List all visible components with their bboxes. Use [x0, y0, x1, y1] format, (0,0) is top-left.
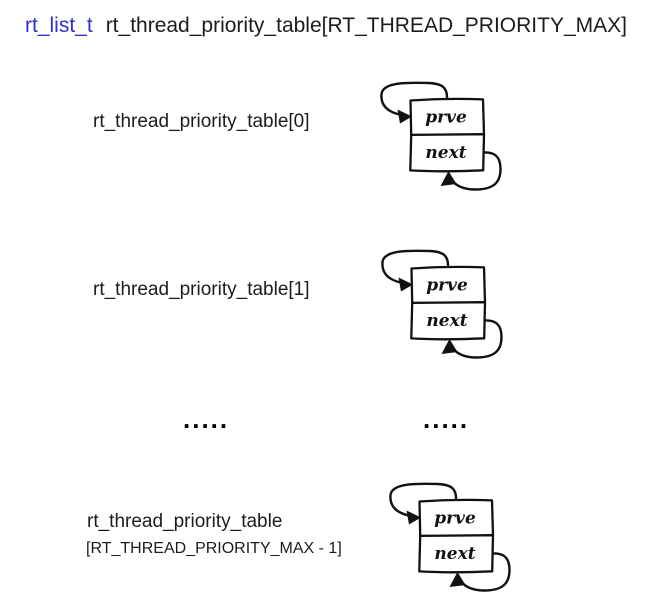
ellipsis-left: ..... [183, 404, 230, 434]
prev-cell-label: prve [425, 108, 467, 128]
prev-cell-label: prve [434, 509, 476, 529]
next-cell-label: next [425, 143, 466, 163]
prev-arrowhead-icon [406, 510, 421, 525]
prev-self-loop-arrow [389, 482, 458, 517]
rt-list-t-link[interactable]: rt_list_t [25, 14, 93, 37]
prev-arrowhead-icon [398, 277, 413, 292]
last-row-label-line2: [RT_THREAD_PRIORITY_MAX - 1] [86, 540, 342, 557]
list-node-0: prve next [380, 81, 502, 191]
prev-self-loop-arrow [381, 249, 450, 284]
prev-arrowhead-icon [397, 109, 412, 124]
next-self-loop-arrow [449, 151, 502, 191]
prev-cell-label: prve [426, 276, 468, 296]
row-label-0: rt_thread_priority_table[0] [93, 111, 310, 132]
next-cell [410, 301, 487, 341]
next-arrowhead-icon [441, 339, 458, 354]
next-arrowhead-icon [440, 171, 457, 186]
next-self-loop-arrow [450, 319, 503, 359]
next-cell [409, 133, 486, 173]
next-self-loop-arrow [458, 552, 511, 592]
next-cell-label: next [426, 311, 467, 331]
last-row-label-line1: rt_thread_priority_table [87, 511, 283, 532]
ellipsis-right: ..... [423, 404, 470, 434]
title-declaration: rt_thread_priority_table[RT_THREAD_PRIOR… [105, 14, 627, 37]
list-node-last: prve next [389, 482, 511, 592]
list-node-1: prve next [381, 249, 503, 359]
next-arrowhead-icon [449, 572, 466, 587]
row-label-1: rt_thread_priority_table[1] [93, 279, 310, 300]
prev-self-loop-arrow [380, 81, 449, 116]
diagram-title: rt_list_t rt_thread_priority_table[RT_THR… [25, 13, 627, 39]
next-cell-label: next [434, 544, 475, 564]
next-cell [418, 534, 495, 574]
